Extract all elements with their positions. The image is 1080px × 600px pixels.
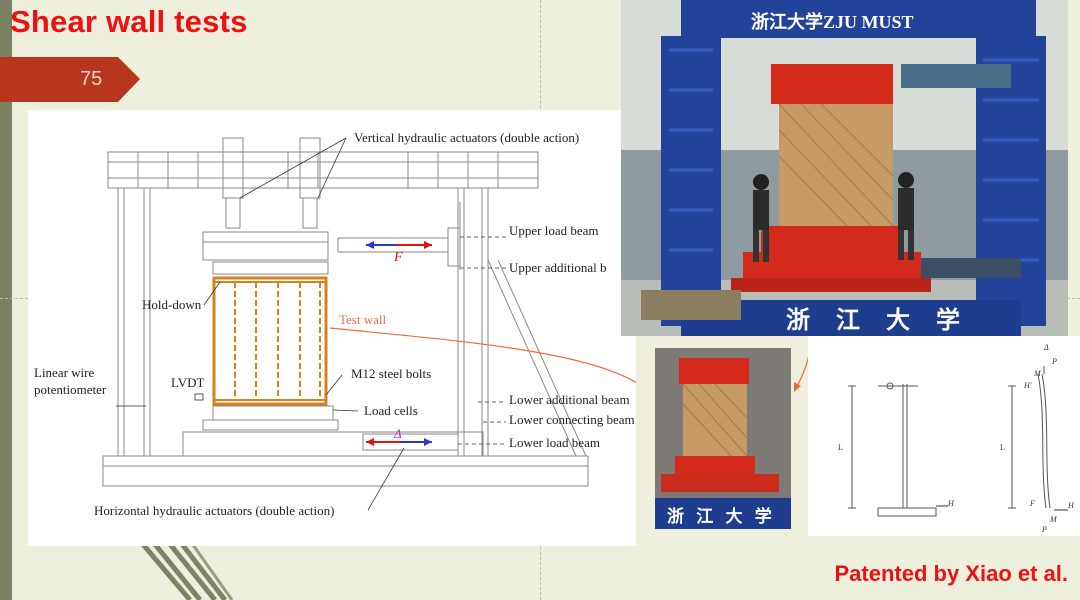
sketch-right-length: L <box>1000 443 1005 452</box>
test-setup-drawing: Vertical hydraulic actuators (double act… <box>28 110 636 546</box>
side-strip <box>0 0 12 600</box>
label-lower-additional-beam: Lower additional beam <box>509 392 630 407</box>
sketch-right-top-h: H' <box>1023 381 1032 390</box>
label-m12-bolts: M12 steel bolts <box>351 366 431 381</box>
sketch-left-load: H <box>947 499 955 508</box>
label-displacement: Δ <box>393 426 402 441</box>
sketch-right-bottom-m: M <box>1049 515 1058 524</box>
page-number: 75 <box>80 68 103 90</box>
label-lvdt: LVDT <box>171 375 205 390</box>
label-lower-connecting-beam: Lower connecting beam <box>509 412 635 427</box>
sketch-right-top-p: P <box>1051 357 1057 366</box>
label-test-wall: Test wall <box>339 312 386 327</box>
label-lower-load-beam: Lower load beam <box>509 435 600 450</box>
label-vertical-actuators: Vertical hydraulic actuators (double act… <box>354 130 579 145</box>
sketch-left-length: L <box>838 443 843 452</box>
label-hold-down: Hold-down <box>142 297 202 312</box>
label-horizontal-actuators: Horizontal hydraulic actuators (double a… <box>94 503 334 518</box>
sketch-right-delta: Δ <box>1043 343 1049 352</box>
photo-main-base-sign: 浙 江 大 学 <box>786 306 970 334</box>
sketch-right-top-m: M <box>1033 369 1042 378</box>
mechanics-sketch: L H Δ P M H' L F H M P <box>808 336 1080 536</box>
sketch-right-bottom-h: H <box>1067 501 1075 510</box>
label-load-cells: Load cells <box>364 403 418 418</box>
test-photo-small: 浙 江 大 学 <box>655 348 791 529</box>
force-arrow-upper <box>366 241 432 249</box>
displacement-arrow-lower <box>366 438 432 446</box>
label-linear-wire-1: Linear wire <box>34 365 95 380</box>
label-force-f: F <box>393 250 403 265</box>
label-upper-additional-beam: Upper additional b <box>509 260 606 275</box>
slide-title: Shear wall tests <box>10 4 248 39</box>
frame-sign: 浙江大学ZJU MUST <box>751 11 914 32</box>
crossbeam-stiffeners <box>137 152 499 188</box>
photo-small-base-sign: 浙 江 大 学 <box>667 506 776 526</box>
page-number-tab <box>0 57 140 102</box>
sketch-right-bottom-f: F <box>1029 499 1035 508</box>
label-linear-wire-2: potentiometer <box>34 382 107 397</box>
test-wall-pointer <box>329 327 636 384</box>
patent-note: Patented by Xiao et al. <box>834 561 1068 586</box>
test-photo-main: 浙江大学ZJU MUST 浙 江 大 学 <box>621 0 1068 336</box>
label-upper-load-beam: Upper load beam <box>509 223 599 238</box>
test-wall <box>212 276 328 406</box>
sketch-right-bottom-p: P <box>1041 525 1047 534</box>
